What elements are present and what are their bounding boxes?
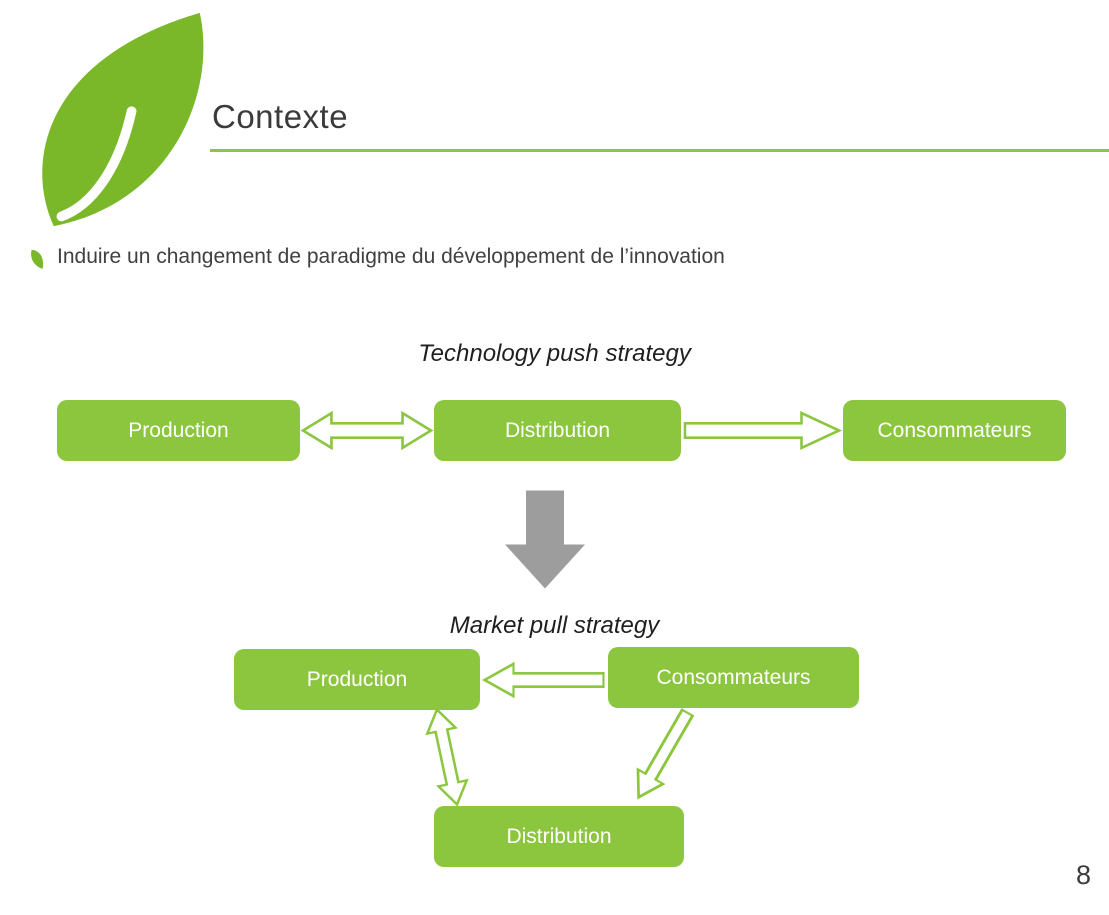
- distribution-consommateurs-arrow-icon: [683, 411, 843, 450]
- consommateurs-distribution-arrow-icon: [636, 708, 695, 800]
- leaf-logo-icon: [42, 12, 204, 227]
- box-label: Consommateurs: [877, 418, 1032, 442]
- box-label: Distribution: [504, 418, 611, 442]
- box-label: Production: [306, 667, 408, 691]
- push-strategy-title: Technology push strategy: [418, 340, 691, 367]
- box-distribution-pull: Distribution: [434, 806, 684, 867]
- box-label: Consommateurs: [656, 665, 811, 689]
- bullet-text: Induire un changement de paradigme du dé…: [57, 245, 725, 268]
- box-production-push: Production: [57, 400, 300, 461]
- page-number: 8: [1076, 860, 1092, 890]
- leaf-bullet-icon: [31, 249, 44, 269]
- production-distribution-double-arrow-icon: [300, 410, 434, 451]
- pull-strategy-title: Market pull strategy: [449, 612, 660, 639]
- box-distribution-push: Distribution: [434, 400, 681, 461]
- box-consommateurs-pull: Consommateurs: [608, 647, 859, 708]
- page-title: Contexte: [212, 98, 349, 135]
- title-underline: [210, 149, 1109, 152]
- box-production-pull: Production: [234, 649, 480, 710]
- consommateurs-production-arrow-icon: [481, 661, 605, 699]
- production-distribution-double-arrow-pull-icon: [425, 707, 469, 807]
- box-consommateurs-push: Consommateurs: [843, 400, 1066, 461]
- box-label: Production: [128, 418, 229, 442]
- transition-down-arrow-icon: [505, 490, 585, 589]
- box-label: Distribution: [506, 824, 612, 848]
